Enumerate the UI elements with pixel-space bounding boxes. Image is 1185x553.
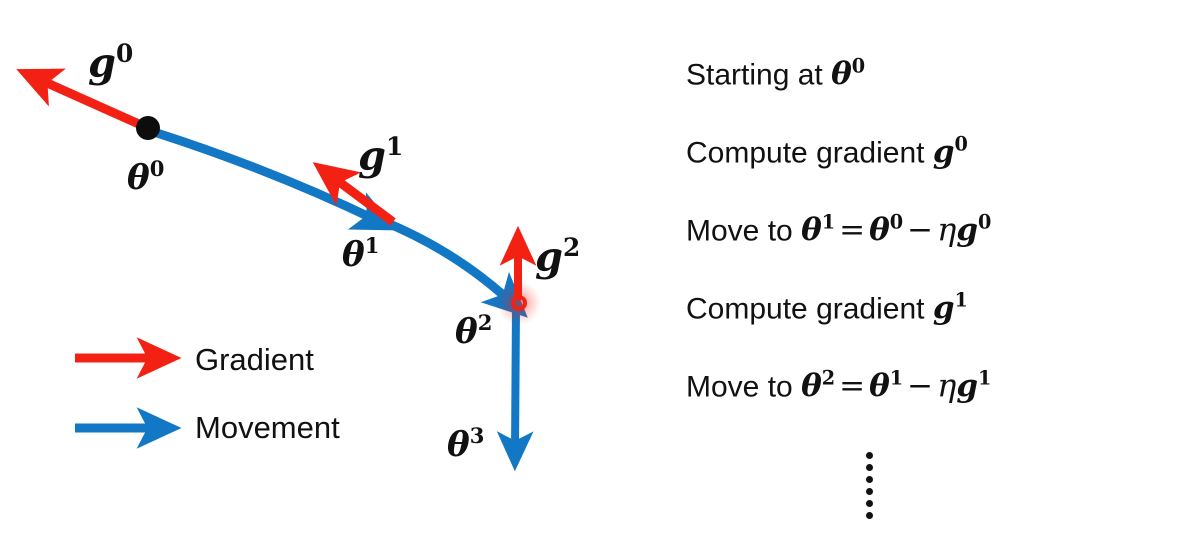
step-move-to-theta1-text: Move to (686, 214, 802, 248)
label-theta1-base: θ (342, 234, 365, 275)
step-move-to-theta1-operator: = (839, 212, 866, 249)
label-theta2: θ2 (455, 312, 492, 348)
label-theta0: θ0 (127, 158, 164, 194)
label-theta0-sup: 0 (149, 156, 165, 181)
step-move-to-theta2-sym-θ1: θ1 (869, 367, 904, 405)
movement-arrows (152, 128, 534, 472)
label-g1-base: g (358, 132, 386, 180)
step-move-to-theta2-eta-symbol: η (937, 366, 957, 405)
step-starting-at: Starting at θ0 (686, 44, 1166, 122)
label-theta2-sup: 2 (477, 310, 493, 335)
step-move-to-theta1-sym-θ0: θ0 (869, 211, 904, 249)
step-move-to-theta1-eta-symbol: η (937, 210, 957, 249)
movement-theta2-theta3 (496, 305, 534, 472)
step-compute-gradient-0-text: Compute gradient (686, 136, 933, 170)
vertical-ellipsis-icon (866, 452, 873, 519)
label-g0-base: g (88, 39, 116, 87)
ellipsis-dot (866, 476, 873, 483)
movement-theta0-theta1 (152, 128, 398, 231)
gradient-arrow-g0 (16, 68, 152, 134)
gradient-arrow-g1 (312, 162, 396, 226)
label-g0-sup: 0 (115, 39, 134, 68)
step-starting-at-sym-θ0: θ0 (831, 55, 866, 93)
movement-theta1-theta2 (375, 215, 528, 318)
step-move-to-theta2-sym-θ2: θ2 (801, 367, 836, 405)
label-g2-base: g (535, 233, 563, 281)
legend-label-gradient: Gradient (195, 342, 314, 377)
step-move-to-theta1-operator: − (907, 212, 934, 249)
step-compute-gradient-1-text: Compute gradient (686, 292, 933, 326)
step-move-to-theta2: Move to θ2=θ1−ηg1 (686, 356, 1166, 434)
label-theta1-sup: 1 (364, 233, 380, 258)
label-g1: g1 (358, 132, 404, 180)
label-g2: g2 (535, 233, 581, 281)
label-theta3-base: θ (447, 424, 470, 465)
step-compute-gradient-0: Compute gradient g0 (686, 122, 1166, 200)
ellipsis-dot (866, 512, 873, 519)
label-theta3: θ3 (447, 425, 484, 461)
ellipsis-dot (866, 452, 873, 459)
step-starting-at-text: Starting at (686, 58, 832, 92)
ellipsis-dot (866, 488, 873, 495)
step-move-to-theta2-operator: − (907, 368, 934, 405)
theta0-point-marker (136, 116, 160, 140)
step-move-to-theta2-text: Move to (686, 370, 802, 404)
step-move-to-theta1-sym-θ1: θ1 (801, 211, 836, 249)
label-g1-sup: 1 (385, 132, 404, 161)
legend-arrows (75, 337, 182, 449)
legend-label-movement: Movement (195, 410, 340, 445)
label-theta0-base: θ (127, 157, 150, 198)
step-compute-gradient-1-sym-g1: g1 (932, 289, 968, 327)
label-theta3-sup: 3 (469, 423, 485, 448)
step-move-to-theta1-sym-g0: g0 (956, 211, 992, 249)
label-g0: g0 (88, 39, 134, 87)
ellipsis-dot (866, 500, 873, 507)
step-compute-gradient-0-sym-g0: g0 (932, 133, 968, 171)
step-move-to-theta2-sym-g1: g1 (956, 367, 992, 405)
step-compute-gradient-1: Compute gradient g1 (686, 278, 1166, 356)
step-move-to-theta2-operator: = (839, 368, 866, 405)
theta2-glow (497, 281, 541, 325)
label-theta2-base: θ (455, 311, 478, 352)
step-move-to-theta1: Move to θ1=θ0−ηg0 (686, 200, 1166, 278)
gradient-arrows (16, 68, 537, 300)
ellipsis-dot (866, 464, 873, 471)
label-g2-sup: 2 (562, 233, 581, 262)
label-theta1: θ1 (342, 235, 379, 271)
theta2-point-marker (511, 295, 527, 311)
